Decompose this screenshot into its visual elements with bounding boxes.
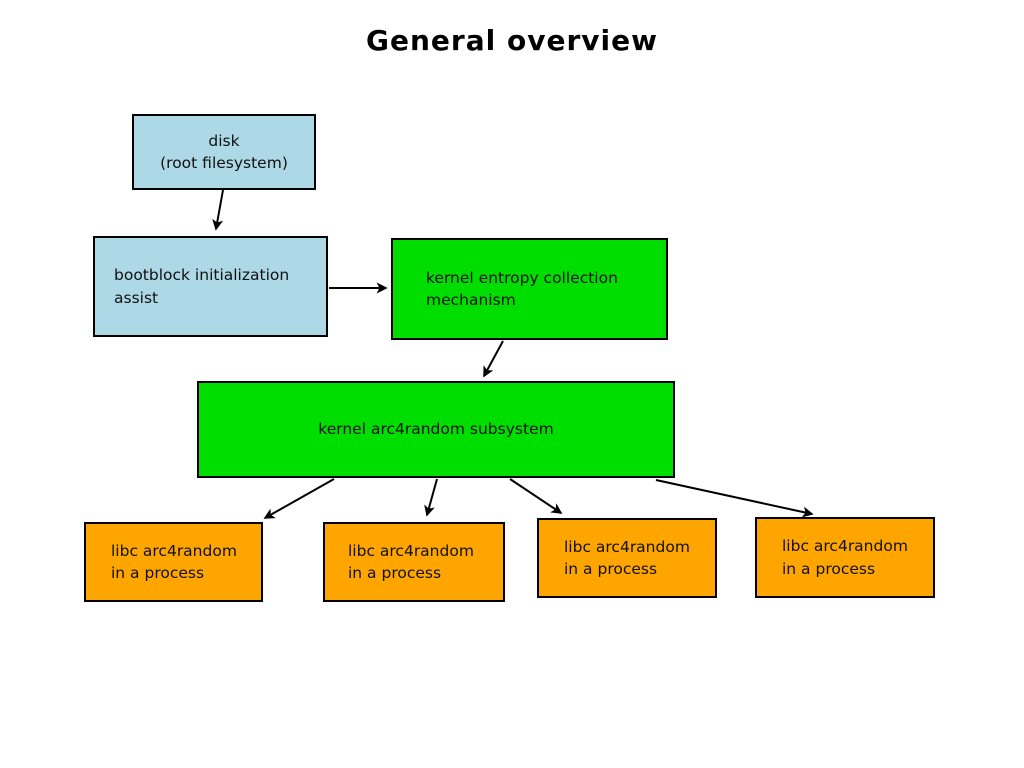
node-libc-arc4random-process-2: libc arc4random in a process — [323, 522, 505, 602]
node-kernel-arc4random-subsystem: kernel arc4random subsystem — [197, 381, 675, 478]
node-bootblock-label: bootblock initialization assist — [114, 266, 290, 307]
node-arc4-label: kernel arc4random subsystem — [318, 420, 554, 439]
node-libc2-label: libc arc4random in a process — [348, 541, 474, 582]
edge-arc4-to-libc1 — [263, 478, 335, 519]
node-disk-label: disk (root filesystem) — [160, 131, 288, 172]
node-libc1-label: libc arc4random in a process — [111, 541, 237, 582]
edge-arc4-to-libc2 — [424, 478, 438, 517]
edge-disk-to-bootblock — [212, 189, 224, 231]
node-libc-arc4random-process-4: libc arc4random in a process — [755, 517, 935, 598]
node-libc-arc4random-process-3: libc arc4random in a process — [537, 518, 717, 598]
node-bootblock-initialization-assist: bootblock initialization assist — [93, 236, 328, 337]
node-kernel-entropy-collection: kernel entropy collection mechanism — [391, 238, 668, 340]
node-libc4-label: libc arc4random in a process — [782, 537, 908, 578]
edge-arc4-to-libc3 — [509, 478, 563, 514]
node-libc3-label: libc arc4random in a process — [564, 537, 690, 578]
node-libc-arc4random-process-1: libc arc4random in a process — [84, 522, 263, 602]
diagram-title: General overview — [366, 24, 658, 57]
node-disk: disk (root filesystem) — [132, 114, 316, 190]
node-entropy-label: kernel entropy collection mechanism — [426, 268, 618, 309]
edge-entropy-to-arc4 — [483, 340, 504, 378]
edge-arc4-to-libc4 — [655, 479, 814, 518]
